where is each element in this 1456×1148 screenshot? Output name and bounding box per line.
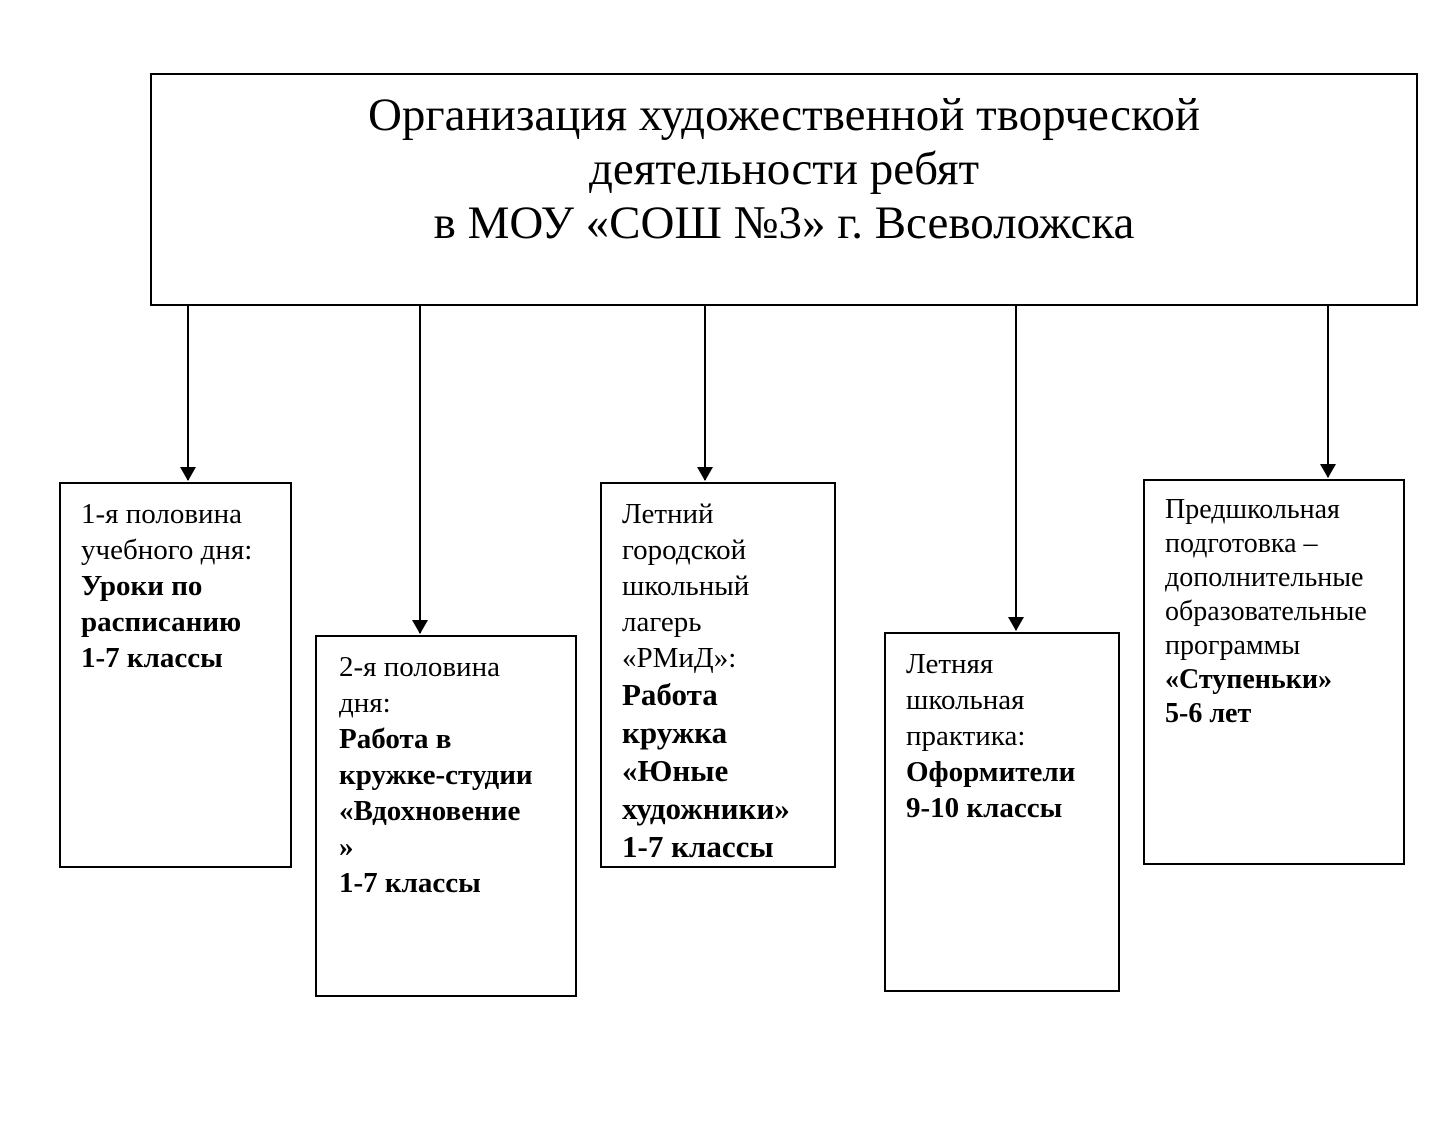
node-text-line: 5-6 лет — [1165, 698, 1252, 729]
node-text-line: Работа в — [339, 723, 452, 755]
title-line: в МОУ «СОШ №3» г. Всеволожска — [433, 197, 1135, 249]
node-text-line: Уроки по — [81, 570, 203, 602]
node-text-line: программы — [1165, 630, 1301, 661]
node-second-half-day: 2-я половина дня: Работа в кружке-студии «Вд… — [315, 635, 577, 997]
node-text-line: «Юные — [622, 753, 729, 788]
node-summer-practice: Летняя школьная практика: Оформители 9-10 кл… — [884, 632, 1120, 992]
node-text-line: школьная — [906, 684, 1025, 716]
title-line: Организация художественной творческой — [367, 89, 1201, 141]
node-text-line: Оформители — [906, 756, 1076, 788]
node-summer-camp: Летний городской школьный лагерь «РМиД»:Рабо… — [600, 482, 836, 868]
node-text-line: » — [339, 831, 354, 863]
node-text-line: расписанию — [81, 606, 242, 638]
node-text-line: 1-7 классы — [622, 829, 774, 864]
node-text-line: 2-я половина — [339, 651, 500, 683]
node-text-line: учебного дня: — [81, 534, 253, 566]
node-text-line: кружке-студии — [339, 759, 533, 791]
node-text-line: лагерь — [622, 606, 702, 638]
node-text-line: 1-я половина — [81, 498, 242, 530]
node-text-line: образовательные — [1165, 596, 1367, 627]
node-text-line: «Вдохновение — [339, 795, 521, 827]
node-text-line: кружка — [622, 715, 728, 750]
node-text-line: городской — [622, 534, 747, 566]
node-text-line: школьный — [622, 570, 750, 602]
node-text-line: 9-10 классы — [906, 792, 1063, 824]
node-text-line: 1-7 классы — [81, 642, 223, 674]
title-line: деятельности ребят — [588, 143, 980, 195]
node-text-line: художники» — [622, 791, 790, 826]
node-text-line: Предшкольная — [1165, 494, 1340, 525]
node-text-line: «РМиД»: — [622, 642, 737, 674]
node-text-line: Летняя — [906, 648, 994, 680]
node-text-line: подготовка – — [1165, 528, 1318, 559]
title-box: Организация художественной творческой де… — [150, 73, 1418, 306]
node-first-half-day: 1-я половина учебного дня: Уроки по расписа… — [59, 482, 292, 868]
node-text-line: 1-7 классы — [339, 867, 481, 899]
node-text-line: дня: — [339, 687, 391, 719]
node-text-line: дополнительные — [1165, 562, 1364, 593]
node-text-line: практика: — [906, 720, 1026, 752]
node-text-line: Летний — [622, 498, 714, 530]
node-text-line: «Ступеньки» — [1165, 664, 1333, 695]
node-text-line: Работа — [622, 677, 718, 712]
